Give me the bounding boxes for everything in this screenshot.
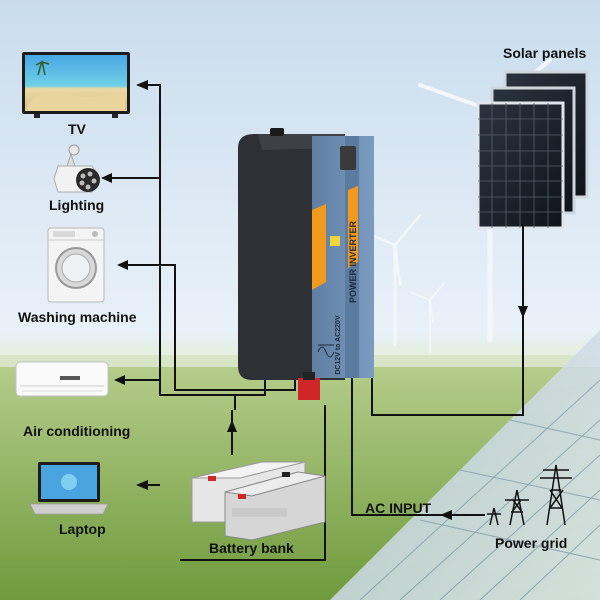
washing-machine-icon bbox=[47, 227, 105, 303]
tv-icon bbox=[22, 52, 130, 118]
battery-bank-label: Battery bank bbox=[209, 540, 294, 556]
inverter-unit bbox=[238, 128, 374, 400]
wind-turbine-icon bbox=[409, 282, 445, 353]
inverter-spec: DC12V to AC220V bbox=[335, 315, 342, 375]
washing-machine-label: Washing machine bbox=[18, 309, 137, 325]
laptop-label: Laptop bbox=[59, 521, 106, 537]
air-conditioner-icon bbox=[15, 361, 109, 397]
ac-input-label: AC INPUT bbox=[365, 500, 432, 516]
solar-panel-icon bbox=[476, 70, 589, 230]
wire-arrows bbox=[101, 80, 528, 520]
air-conditioning-label: Air conditioning bbox=[23, 423, 131, 439]
solar-farm-background bbox=[330, 330, 600, 600]
power-grid-label: Power grid bbox=[495, 535, 568, 551]
inverter-title: POWER INVERTER bbox=[348, 221, 358, 304]
battery-icon bbox=[191, 461, 326, 541]
tv-label: TV bbox=[68, 121, 86, 137]
lighting-label: Lighting bbox=[49, 197, 105, 213]
laptop-icon bbox=[29, 462, 109, 515]
power-pylon-icon bbox=[487, 464, 572, 526]
spotlight-icon bbox=[53, 144, 101, 193]
solar-panels-label: Solar panels bbox=[503, 45, 587, 61]
